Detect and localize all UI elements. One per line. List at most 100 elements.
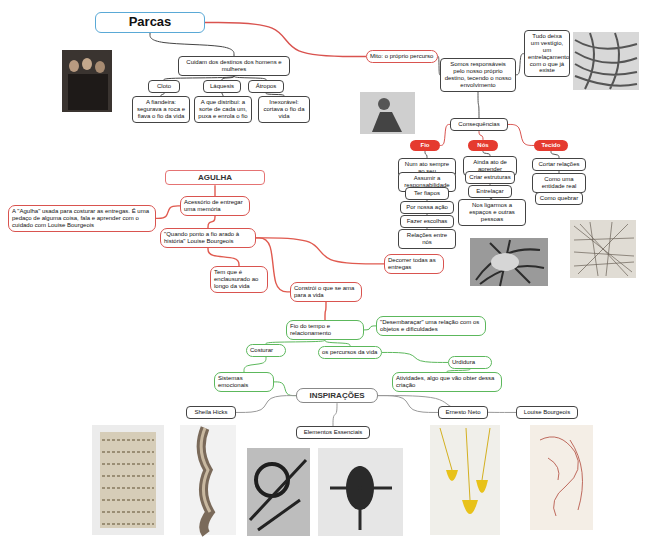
branch-line <box>378 396 438 413</box>
node-text: Como quebrar <box>539 195 579 202</box>
topic-box: Atividades, algo que vão obter dessa cri… <box>392 372 502 392</box>
branch-line <box>364 326 376 330</box>
branch-line <box>236 396 296 413</box>
topic-box: Consequências <box>450 118 508 131</box>
node-text: Nos ligarmos a espaços e outras pessoas <box>462 202 522 223</box>
topic-box: Entrelaçar <box>468 185 512 198</box>
node-text: Cloto <box>152 83 176 90</box>
topic-box: os percursos da vida <box>318 346 382 359</box>
branch-line <box>551 151 559 158</box>
topic-box: Por nossa ação <box>400 201 454 214</box>
node-text: Como uma entidade real <box>536 176 582 190</box>
seated-figure-photo <box>360 92 415 134</box>
node-text: Por nossa ação <box>404 204 450 211</box>
topic-box: Decorrer todas as entregas <box>384 254 444 274</box>
branch-line <box>382 352 448 362</box>
node-text: Sheila Hicks <box>190 409 232 416</box>
topic-box: Urdidura <box>448 356 492 369</box>
node-text: AGULHA <box>169 173 261 182</box>
topic-box: Elementos Essenciais <box>296 426 370 439</box>
node-text: Átropos <box>252 83 280 90</box>
topic-box: Cloto <box>148 80 180 93</box>
branch-line <box>478 92 479 118</box>
node-text: Acessório de entregar uma memória <box>184 199 246 213</box>
node-text: Decorrer todas as entregas <box>388 257 440 271</box>
machine-photo <box>247 448 310 536</box>
topic-box: Tudo deixa um vestígio, um entrelaçament… <box>524 30 570 77</box>
node-text: Fazer escolhas <box>404 218 450 225</box>
topic-box: A "Agulha" usada para costurar as entreg… <box>8 205 156 232</box>
branch-line <box>244 357 266 372</box>
topic-box: Sistemas emocionais <box>214 372 274 392</box>
node-text: Inexorável: cortava o fio da vida <box>262 99 306 120</box>
topic-box: Mito: o próprio percurso <box>366 50 438 63</box>
branch-line <box>516 54 524 75</box>
node-text: Nós <box>471 142 495 149</box>
topic-box: Louise Bourgeois <box>516 406 578 419</box>
hicks-artwork <box>92 425 164 535</box>
node-text: Cortar relações <box>536 161 582 168</box>
node-text: Constrói o que se ama para a vida <box>294 285 358 299</box>
topic-box: Como quebrar <box>535 192 583 205</box>
branch-line <box>425 151 427 158</box>
node-text: A fiandeira: segurava a roca e fiava o f… <box>136 99 186 120</box>
node-text: Relações entre nós <box>402 232 452 246</box>
node-text: os percursos da vida <box>322 349 378 356</box>
node-text: A "Agulha" usada para costurar as entreg… <box>12 208 152 229</box>
red-pill: Nós <box>468 140 498 151</box>
node-text: Tudo deixa um vestígio, um entrelaçament… <box>528 33 566 74</box>
topic-box: Criar estruturas <box>465 171 515 184</box>
node-text: Louise Bourgeois <box>520 409 574 416</box>
topic-box: Cuidam dos destinos dos homens e mulhere… <box>178 56 290 76</box>
node-text: INSPIRAÇÕES <box>300 391 374 400</box>
branch-line <box>256 238 384 264</box>
topic-box: Láquesis <box>203 80 241 93</box>
lines-drawing <box>570 220 636 278</box>
topic-box: A fiandeira: segurava a roca e fiava o f… <box>132 96 190 123</box>
node-text: Parcas <box>100 15 200 30</box>
branch-line <box>150 33 234 56</box>
node-text: Consequências <box>454 121 504 128</box>
node-text: Entrelaçar <box>472 188 508 195</box>
topic-box: A que distribui: a sorte de cada um, pux… <box>194 96 252 123</box>
topic-box: Ernesto Neto <box>438 406 488 419</box>
red-pill: Fio <box>410 140 440 151</box>
node-text: Urdidura <box>452 359 488 366</box>
branch-line <box>479 131 483 140</box>
topic-box: Nos ligarmos a espaços e outras pessoas <box>458 199 526 226</box>
branch-line <box>208 248 239 266</box>
node-text: Ter fiapos <box>409 190 445 197</box>
hands-photo <box>470 238 548 286</box>
branch-line <box>208 216 215 228</box>
node-text: Atividades, algo que vão obter dessa cri… <box>396 375 498 389</box>
node-text: Criar estruturas <box>469 174 511 181</box>
topic-box: "Desembaraçar" uma relação com os objeto… <box>376 316 486 336</box>
red-pill: Tecido <box>534 140 568 151</box>
parcas-photo <box>62 50 112 112</box>
topic-box: AGULHA <box>165 170 265 185</box>
topic-box: Acessório de entregar uma memória <box>180 196 250 216</box>
topic-box: Constrói o que se ama para a vida <box>290 282 362 302</box>
topic-box: Relações entre nós <box>398 229 456 249</box>
node-text: "Quando ponto a fio arado à história" Lo… <box>164 231 252 245</box>
node-text: Ernesto Neto <box>442 409 484 416</box>
topic-box: Sheila Hicks <box>186 406 236 419</box>
node-text: Tem que é enclausurado ao longo da vida <box>214 269 264 290</box>
node-text: Costurar <box>250 347 282 354</box>
title-box: Parcas <box>95 12 205 33</box>
topic-box: Fazer escolhas <box>400 215 454 228</box>
topic-box: Tem que é enclausurado ao longo da vida <box>210 266 268 293</box>
branch-line <box>205 22 366 56</box>
topic-box: "Quando ponto a fio arado à história" Lo… <box>160 228 256 248</box>
bourgeois-drawing <box>530 425 593 530</box>
node-text: Fio <box>413 142 437 149</box>
branch-line <box>156 206 180 218</box>
branch-line <box>440 124 450 145</box>
node-text: Somos responsáveis pelo nosso próprio de… <box>444 61 512 89</box>
branch-line <box>325 302 326 320</box>
topic-box: Inexorável: cortava o fio da vida <box>258 96 310 123</box>
branch-line <box>214 185 215 196</box>
topic-box: Fio do tempo e relacionamento <box>286 320 364 340</box>
